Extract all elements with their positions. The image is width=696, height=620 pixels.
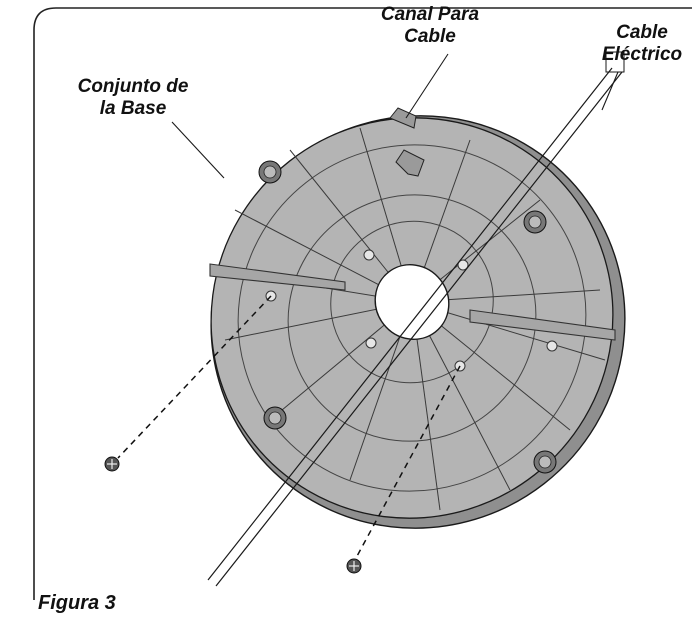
figure-caption: Figura 3 [38,592,116,614]
center-hole [374,264,450,340]
label-line: Eléctrico [601,44,683,65]
electrical-cable [207,67,623,587]
label-line: Cable [404,26,456,47]
base-assembly [209,107,626,529]
label-line: la Base [99,98,167,119]
label-cable-channel: Canal Para Cable [360,4,500,48]
label-line: Cable [616,22,668,43]
label-electrical-cable: Cable Eléctrico [592,22,692,66]
middle-rib [287,194,537,442]
mounting-slots [209,263,616,341]
label-line: Canal Para [380,4,480,25]
leader-lines [171,53,619,179]
label-line: Conjunto de [77,76,189,97]
cable-end-icon [605,51,625,73]
rubber-foot-icon [258,160,557,474]
label-base-assembly: Conjunto de la Base [58,76,208,120]
cable-clip [395,149,425,177]
figure-border [33,7,692,600]
cable-channel [389,107,417,129]
screw-icon [104,456,362,574]
screw-guides [117,295,461,559]
